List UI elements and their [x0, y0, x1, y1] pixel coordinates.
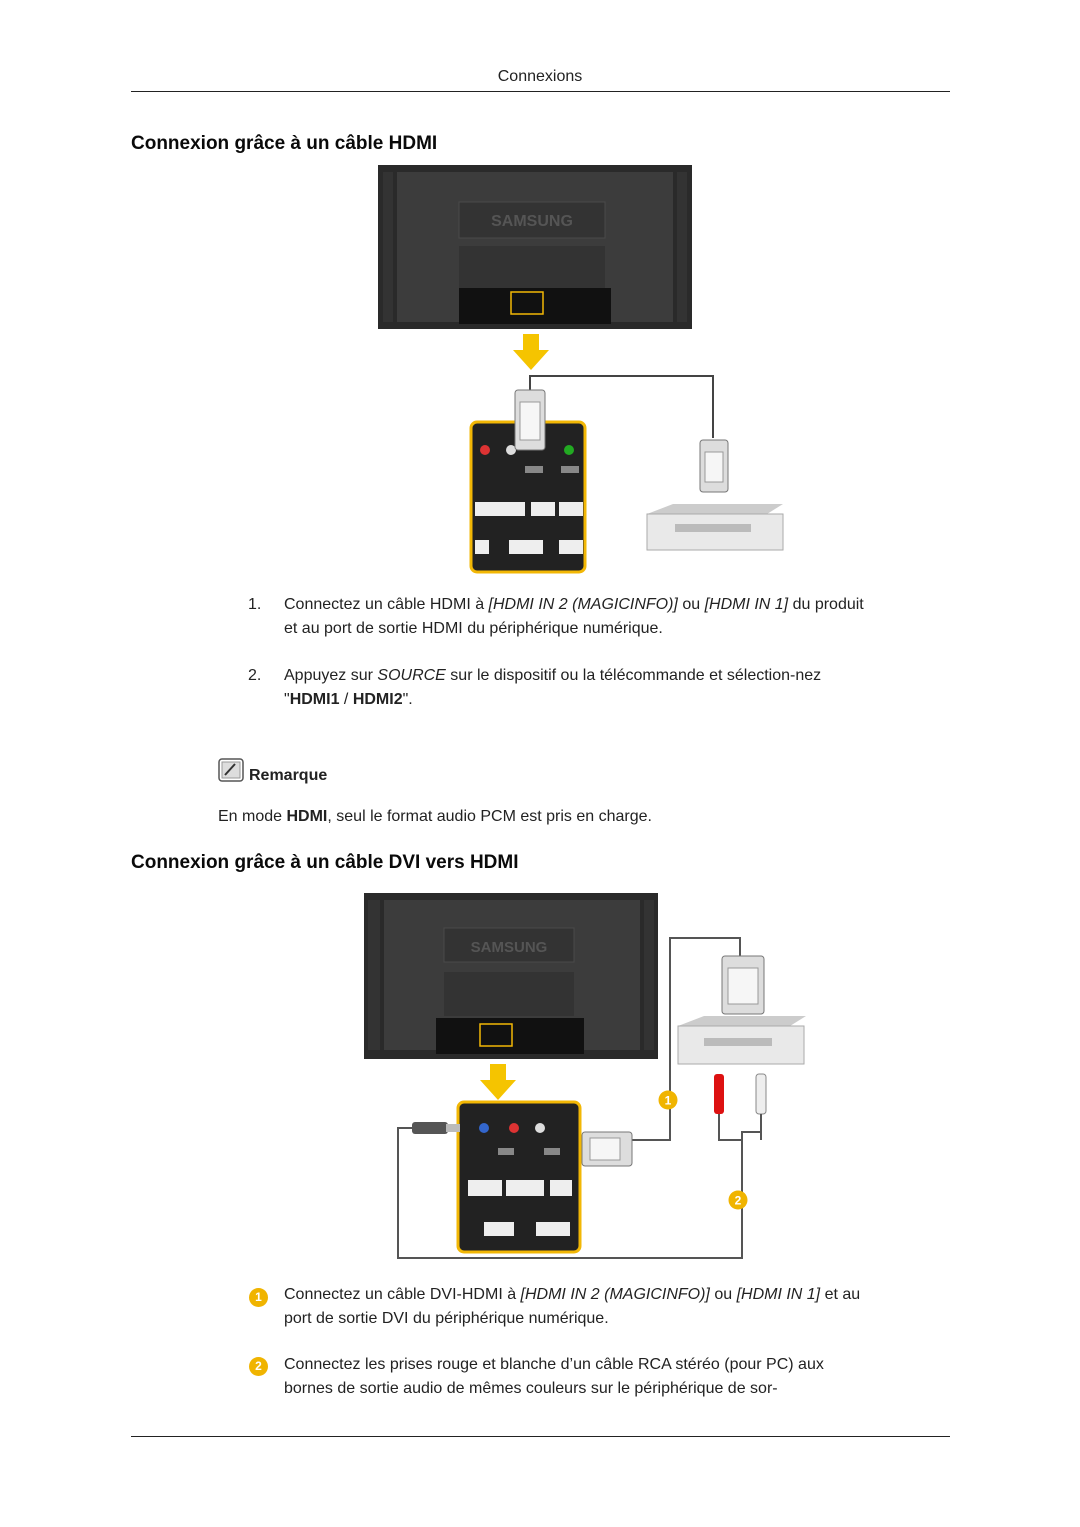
- note-title: Remarque: [249, 767, 328, 784]
- step-1: 1. Connectez un câble HDMI à [HDMI IN 2 …: [248, 596, 864, 637]
- dvi-hdmi-cable: [586, 937, 741, 1141]
- step-badge-2: 2: [249, 1357, 268, 1376]
- callout-2-badge: [728, 1190, 748, 1210]
- svg-text:2: 2: [735, 1194, 742, 1208]
- step-2: 2. Appuyez sur SOURCE sur le dispositif …: [248, 667, 822, 708]
- dvi-hdmi-connection-illustration: SAMSUNG 1 2: [364, 893, 806, 1259]
- callout-1-badge: [658, 1090, 678, 1110]
- section-title-hdmi: Connexion grâce à un câble HDMI: [131, 133, 438, 154]
- port-panel-zoom: [456, 1100, 582, 1254]
- hdmi-connection-illustration: SAMSUNG: [378, 165, 784, 574]
- step-badge-1: 1: [249, 1288, 268, 1307]
- dvi-step-1: Connectez un câble DVI-HDMI à [HDMI IN 2…: [284, 1286, 861, 1327]
- note-icon: [218, 758, 244, 782]
- red-rca-plug: [714, 1074, 724, 1114]
- port-strip: [459, 288, 611, 324]
- dvi-step-2: Connectez les prises rouge et blanche d’…: [284, 1356, 824, 1397]
- brand-logo: SAMSUNG: [491, 213, 573, 230]
- rca-audio-cable: [397, 1127, 760, 1259]
- svg-text:1: 1: [665, 1094, 672, 1108]
- down-arrow-icon: [513, 334, 549, 370]
- down-arrow-icon: [480, 1064, 516, 1100]
- note-text: En mode HDMI, seul le format audio PCM e…: [218, 808, 652, 825]
- header-rule: [131, 91, 950, 92]
- port-highlight: [510, 291, 544, 315]
- dvd-player: [677, 1025, 805, 1065]
- section-title-dvi-hdmi: Connexion grâce à un câble DVI vers HDMI: [131, 852, 519, 873]
- footer-rule: [131, 1436, 950, 1437]
- running-header: Connexions: [497, 68, 583, 85]
- white-rca-plug: [755, 1073, 767, 1115]
- brand-logo: SAMSUNG: [471, 939, 548, 956]
